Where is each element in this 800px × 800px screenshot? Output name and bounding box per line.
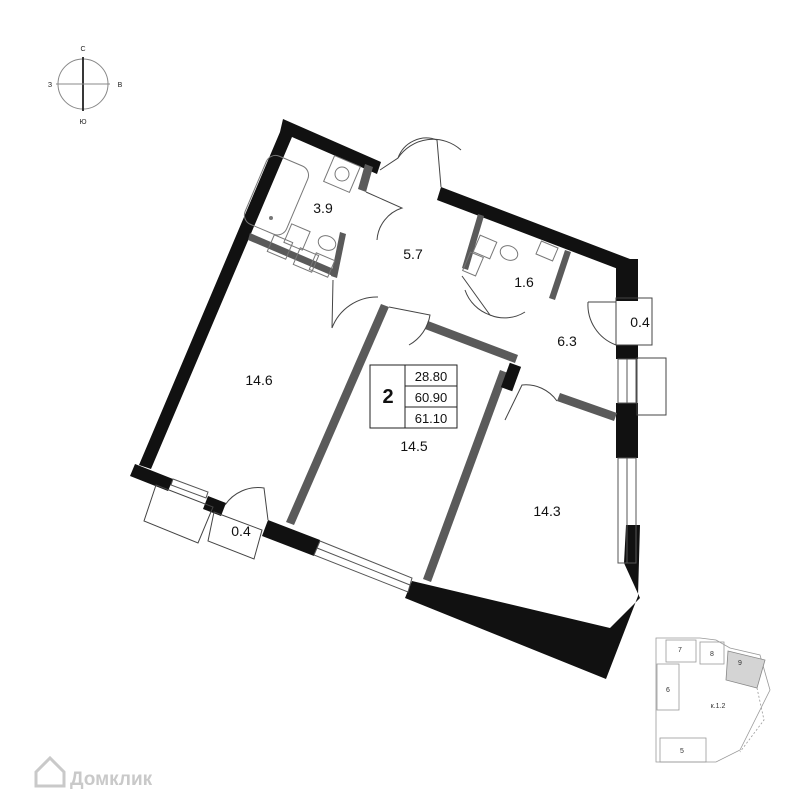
room-labels: 3.9 5.7 1.6 6.3 0.4 14.6 14.5 14.3 0.4 [231,200,650,539]
partition-bath-side [331,232,346,278]
key-plan-label-9: 9 [738,660,742,667]
balcony-left-outer [143,484,214,544]
wall-left [139,119,381,469]
room-area-balcony-left: 0.4 [231,523,251,539]
key-plan-dashed-edge [739,687,765,753]
exterior-walls [130,119,640,679]
column-center [500,362,522,392]
door-toilet [461,275,492,316]
bathtub-drain [269,216,273,220]
door-entrance-arc [397,138,462,159]
key-plan-building-label: к.1.2 [711,703,726,710]
wall-right-lower [616,403,638,458]
fixtures [243,154,559,278]
key-plan-section-5 [659,737,707,763]
summary-box [369,364,458,429]
partition-bath-top [358,164,373,192]
wall-bottom-left [130,464,173,491]
key-plan-section-6 [656,663,680,711]
room-area-hall: 5.7 [403,246,423,262]
house-icon [34,755,66,788]
room-area-balcony-right: 0.4 [630,314,650,330]
wall-top-right [437,187,630,272]
summary-total-area: 60.90 [415,390,448,405]
key-plan-label-7: 7 [678,647,682,654]
door-toilet-arc [489,311,526,319]
room-area-toilet: 1.6 [514,274,534,290]
window-bottom [313,540,413,593]
bath-sink [283,223,311,251]
key-plan-section-8 [699,641,725,665]
room-area-bathroom: 3.9 [313,200,333,216]
balcony-right [615,297,653,346]
wall-bottom-mid [262,520,320,556]
partition-right [557,393,617,421]
summary-total-area-balconies: 61.10 [415,411,448,426]
key-plan: 7 8 9 6 5 к.1.2 [655,637,771,763]
key-plan-section-7 [665,639,697,663]
compass-west-label: З [48,82,52,89]
room-area-right: 14.3 [533,503,560,519]
key-plan-highlighted-section [725,650,766,689]
compass: С Ю З В [48,46,123,126]
compass-south-label: Ю [79,119,86,126]
wall-right-mid [616,345,638,359]
key-plan-label-8: 8 [710,651,714,658]
bathtub [243,154,310,236]
doors [224,137,617,521]
summary-rooms-count: 2 [382,386,393,408]
toilet-shelf [461,251,485,277]
washing-machine [322,154,362,194]
wall-bottom-right [405,525,640,679]
partition-toilet-right [549,250,571,300]
bath-cabinet-1 [266,234,294,260]
door-room-center [388,306,431,346]
balcony-left [207,511,263,560]
partition-left-center [286,304,389,525]
summary-table: 2 28.80 60.90 61.10 [369,364,458,429]
washing-machine-drum [334,166,350,182]
door-balcony-right [587,301,617,346]
partition-top-center [425,321,518,363]
key-plan-label-6: 6 [666,687,670,694]
bath-cabinet-3 [308,252,336,278]
compass-east-label: В [118,82,123,89]
partition-bath-bottom [248,233,336,276]
door-room-left [331,279,379,329]
door-balcony-left [224,487,269,521]
room-area-corridor: 6.3 [557,333,577,349]
room-area-left: 14.6 [245,372,272,388]
room-area-center: 14.5 [400,438,427,454]
watermark-brand: Домклик [70,769,153,790]
wall-right-upper [616,259,638,301]
summary-living-area: 28.80 [415,369,448,384]
wall-stub [203,496,226,516]
window-bottom-pane [316,547,411,586]
window-bottom-left [170,478,209,499]
windows [170,358,637,593]
partition-toilet-left [462,214,484,270]
door-bathroom [365,191,404,241]
bath-cabinet-2 [292,247,320,273]
partition-center-right [423,370,508,582]
balcony-right-lower [636,357,667,416]
bath-toilet [317,235,337,251]
toilet-cabinet [535,240,559,262]
toilet-bowl [499,245,519,261]
key-plan-label-5: 5 [680,748,684,755]
watermark: Домклик [34,755,153,790]
door-room-right [504,384,558,421]
compass-north-label: С [80,46,85,53]
balconies [143,297,667,560]
toilet-sink [472,234,498,260]
